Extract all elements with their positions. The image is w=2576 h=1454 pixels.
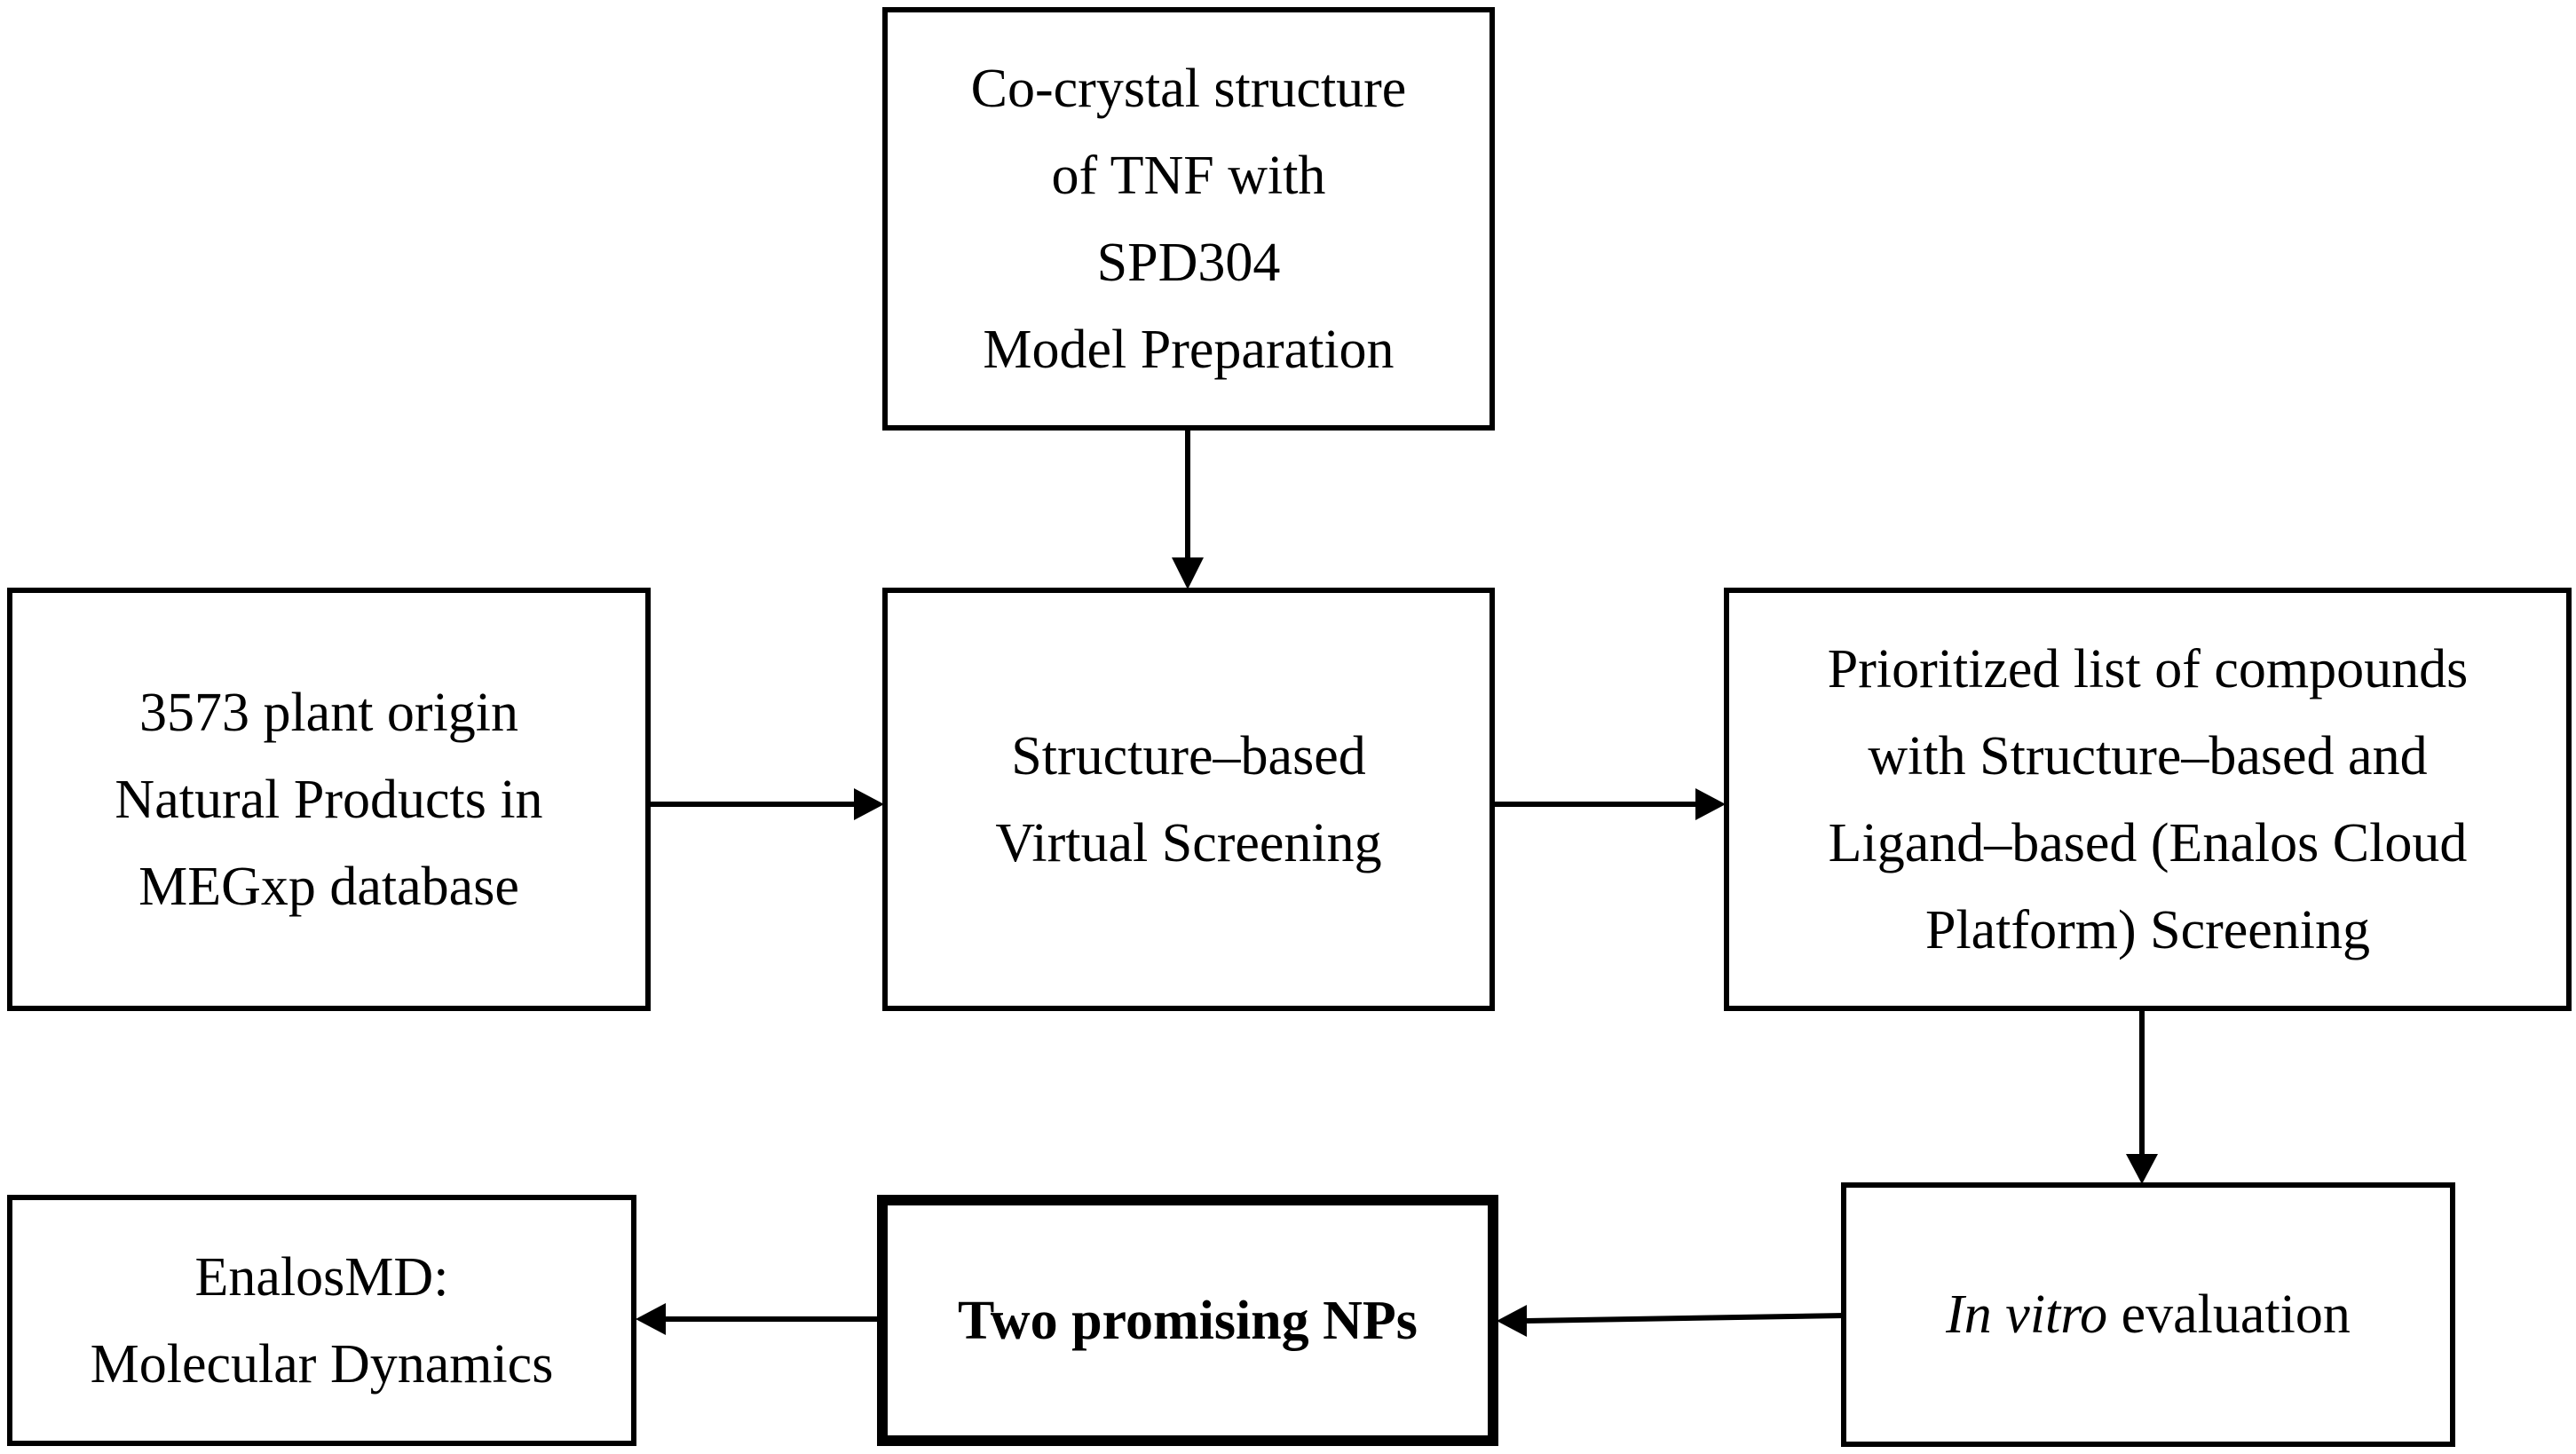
arrow-prioritized-to-invitro	[2126, 1010, 2158, 1184]
node-cocrystal-line-3: SPD304	[1096, 232, 1281, 293]
arrow-invitro-to-promising	[1497, 1305, 1845, 1337]
node-prioritized-line-1: Prioritized list of compounds	[1827, 638, 2469, 699]
node-screening-text: Structure–based Virtual Screening	[995, 713, 1381, 887]
node-prioritized-line-3: Ligand–based (Enalos Cloud	[1828, 812, 2468, 873]
node-enalosmd-line-1: EnalosMD:	[194, 1246, 449, 1308]
node-prioritized-text: Prioritized list of compounds with Struc…	[1828, 626, 2469, 974]
arrow-screening-to-prioritized	[1493, 788, 1726, 820]
node-promising-text: Two promising NPs	[958, 1277, 1418, 1364]
node-invitro-text: In vitro evaluation	[1946, 1271, 2351, 1358]
node-invitro-rest: evaluation	[2107, 1284, 2351, 1345]
node-plant-natural-products: 3573 plant origin Natural Products in ME…	[7, 588, 651, 1011]
node-plant-line-3: MEGxp database	[138, 856, 519, 917]
node-plant-line-1: 3573 plant origin	[138, 682, 519, 743]
node-plant-line-2: Natural Products in	[115, 769, 543, 830]
node-invitro-italic: In vitro	[1946, 1284, 2108, 1345]
node-prioritized-line-2: with Structure–based and	[1868, 725, 2428, 786]
node-plant-text: 3573 plant origin Natural Products in ME…	[115, 669, 542, 930]
node-cocrystal-line-2: of TNF with	[1051, 145, 1326, 206]
node-enalosmd: EnalosMD: Molecular Dynamics	[7, 1195, 636, 1446]
node-screening-line-2: Virtual Screening	[995, 812, 1382, 873]
node-in-vitro-evaluation: In vitro evaluation	[1841, 1182, 2455, 1447]
node-promising-label: Two promising NPs	[958, 1290, 1418, 1351]
arrow-cocrystal-to-screening	[1172, 430, 1204, 589]
node-screening-line-1: Structure–based	[1011, 725, 1366, 786]
node-cocrystal-text: Co-crystal structure of TNF with SPD304 …	[971, 45, 1407, 393]
node-cocrystal-line-1: Co-crystal structure	[970, 58, 1407, 119]
node-cocrystal-structure: Co-crystal structure of TNF with SPD304 …	[882, 7, 1495, 431]
arrow-promising-to-enalosmd	[636, 1303, 879, 1335]
node-two-promising-nps: Two promising NPs	[877, 1195, 1498, 1446]
node-enalosmd-text: EnalosMD: Molecular Dynamics	[91, 1234, 554, 1408]
node-enalosmd-line-2: Molecular Dynamics	[90, 1333, 554, 1395]
node-prioritized-line-4: Platform) Screening	[1924, 899, 2370, 960]
arrow-plant-to-screening	[648, 788, 884, 820]
node-virtual-screening: Structure–based Virtual Screening	[882, 588, 1495, 1011]
node-cocrystal-line-4: Model Preparation	[983, 319, 1395, 380]
node-prioritized-list: Prioritized list of compounds with Struc…	[1724, 588, 2572, 1011]
